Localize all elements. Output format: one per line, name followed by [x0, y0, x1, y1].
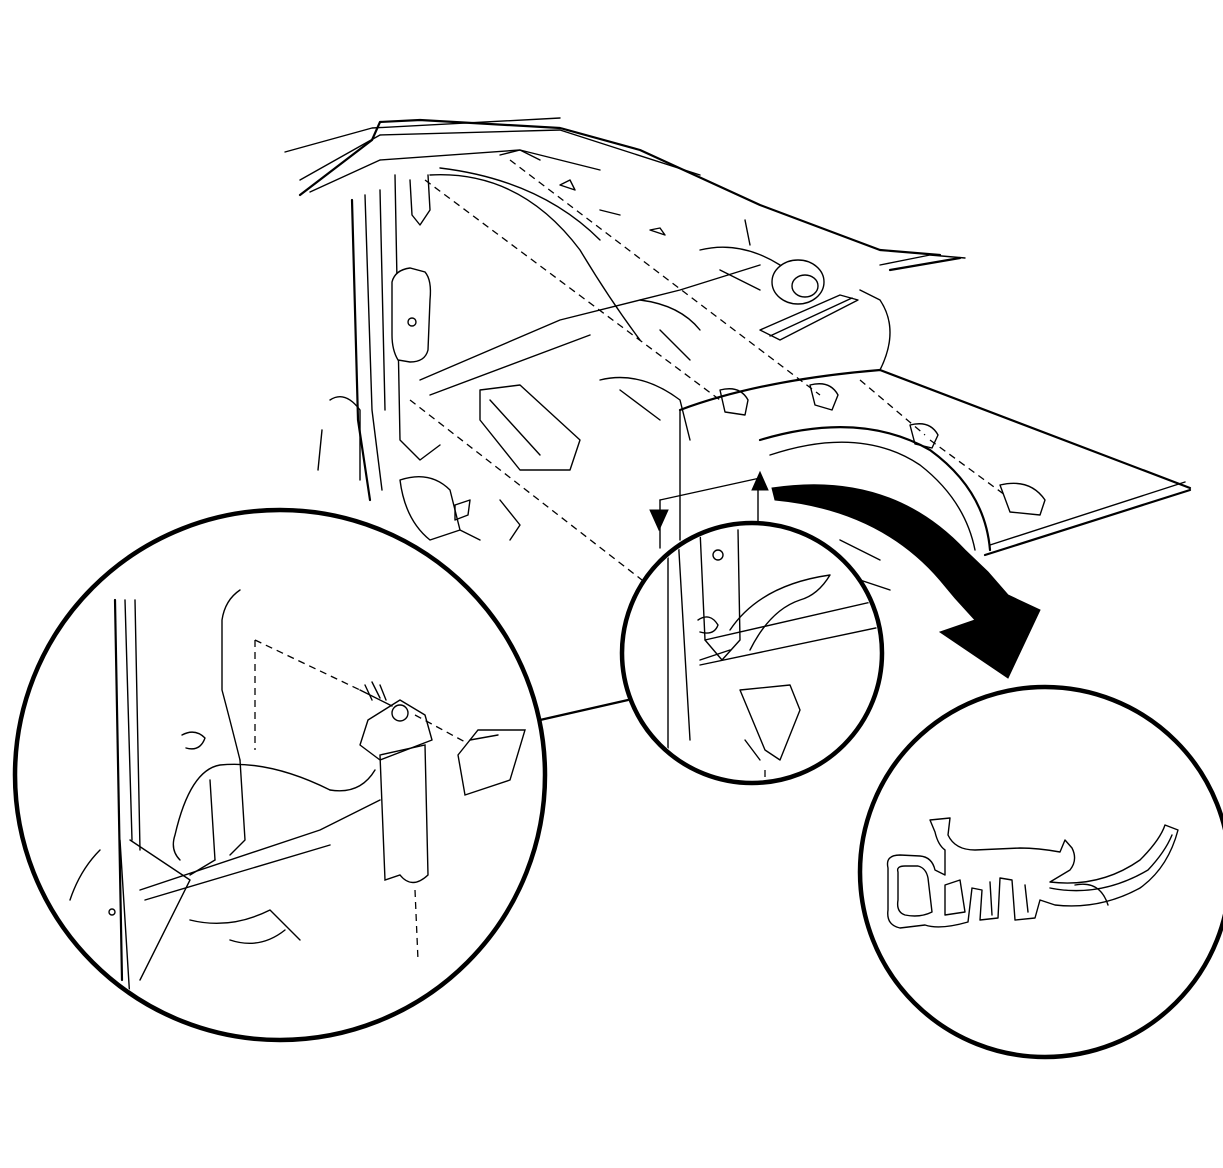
direction-arrow [771, 484, 1041, 679]
fastener-clip-2 [809, 383, 839, 411]
retainer-strap [379, 744, 429, 884]
molding-strip [649, 470, 769, 549]
wheel-opening [758, 426, 992, 552]
retainer-clip [457, 729, 526, 796]
detail-circle-large [12, 507, 548, 1043]
fastener-bracket [359, 699, 433, 761]
bolt-head [391, 704, 409, 722]
strut-mount [771, 259, 825, 305]
seal-cross-section [857, 684, 1223, 1060]
seal-bulb [896, 865, 933, 917]
detail-view-retainer [619, 520, 885, 786]
detail-circle-seal [857, 684, 1223, 1060]
detail-connector [538, 698, 630, 722]
detail-circle-medium [619, 520, 885, 786]
vehicle-body-panel [284, 117, 1192, 591]
fastener-clip-3 [909, 423, 939, 449]
detail-view-fastener [12, 507, 548, 1043]
clip-outline [181, 731, 206, 750]
pillar-trim-pad [391, 267, 432, 363]
pillar-hole [407, 317, 417, 327]
seal-profile-outline [886, 817, 1179, 929]
inner-bracket [479, 384, 581, 471]
down-arrow-left [649, 509, 669, 532]
fender-top-edge [678, 368, 1192, 490]
fastener-clip-1 [719, 388, 749, 416]
fastener-clip-4 [999, 482, 1046, 516]
up-arrow-right [751, 470, 769, 491]
